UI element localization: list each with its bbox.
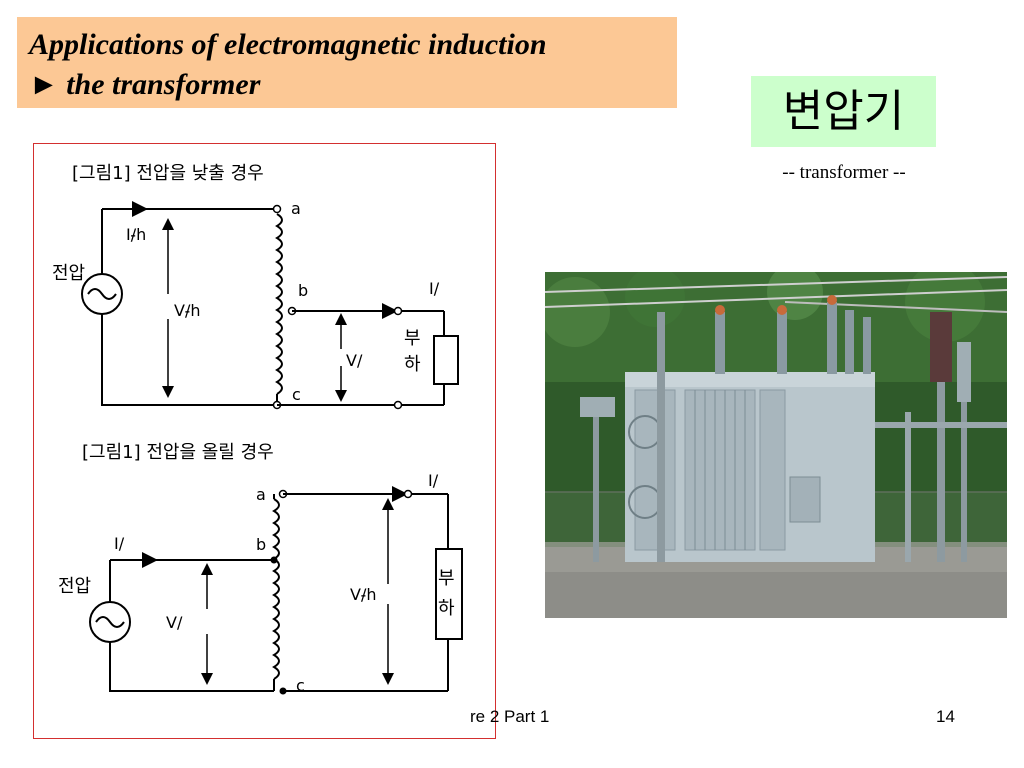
photo-caption: -- transformer --: [782, 162, 906, 183]
fig2-load: [435, 548, 463, 640]
fig1-terminal-a: a: [291, 199, 301, 218]
korean-label-box: 변압기: [751, 76, 936, 147]
fig2-title: [그림1] 전압을 올릴 경우: [82, 442, 274, 463]
fig1-terminal-b: b: [298, 281, 308, 300]
fig2-coil: [272, 498, 280, 680]
transformer-photo: [545, 272, 1007, 618]
fig2-load-label-1: 부: [438, 568, 455, 589]
fig2-current-out: I/: [428, 471, 439, 490]
korean-label: 변압기: [782, 85, 905, 137]
fig1-voltage-out: V/: [346, 351, 363, 370]
fig1-terminal-c: c: [292, 385, 301, 404]
fig1-load-label-2: 하: [404, 354, 421, 375]
fig2-voltage-in: V/: [166, 613, 183, 632]
fig1-coil: [275, 213, 283, 395]
fig2-terminal-a: a: [256, 485, 266, 504]
fig1-current-out: I/: [429, 279, 440, 298]
fig2-load-label-2: 하: [438, 598, 455, 619]
title-box: Applications of electromagnetic inductio…: [17, 17, 677, 108]
fig1-title: [그림1] 전압을 낮출 경우: [72, 163, 264, 184]
fig2-source-label: 전압: [58, 576, 91, 597]
slide-title-line2: ► the transformer: [29, 68, 261, 101]
fig1-current-in: I/̵h: [126, 225, 146, 244]
transformer-circuit-diagram: [그림1] 전압을 낮출 경우 전압 a b c 부 하 I/̵h I/ V/̵…: [33, 143, 496, 739]
page-number: 14: [936, 707, 955, 726]
fig1-voltage-in: V/̵h: [174, 301, 200, 320]
fig1-load-label-1: 부: [404, 328, 421, 349]
footer-text: re 2 Part 1: [470, 707, 550, 726]
fig2-current-in: I/: [114, 534, 125, 553]
fig2-terminal-b: b: [256, 535, 266, 554]
fig1-source-label: 전압: [52, 263, 85, 284]
circuit-diagram-svg: [그림1] 전압을 낮출 경우 전압 a b c 부 하 I/̵h I/ V/̵…: [52, 163, 463, 695]
slide-title-line1: Applications of electromagnetic inductio…: [29, 28, 547, 61]
fig1-load: [433, 335, 459, 385]
fig2-voltage-out: V/̵h: [350, 585, 376, 604]
fig2-terminal-c: c: [296, 676, 305, 695]
